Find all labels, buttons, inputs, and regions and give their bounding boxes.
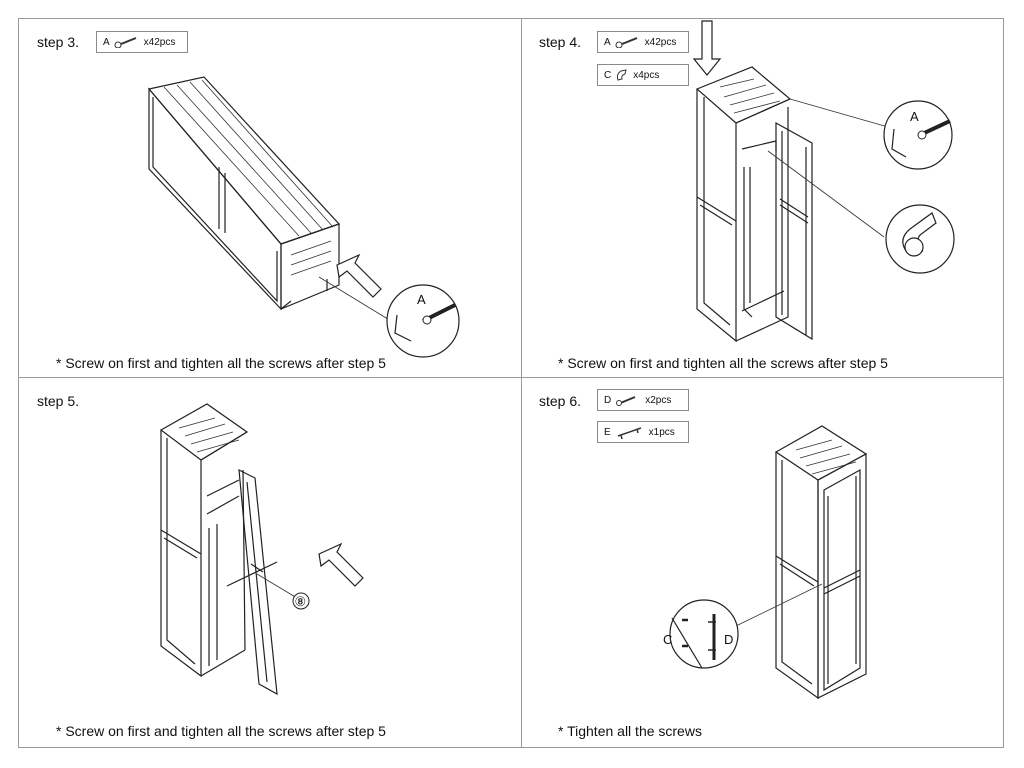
panel-step-3: step 3. A x42pcs: [19, 19, 522, 378]
leader-line: [735, 583, 823, 627]
down-arrow: [692, 20, 722, 76]
callout-circle-a: A: [883, 100, 953, 170]
part-box-a: A x42pcs: [96, 31, 188, 53]
hinge-clip-icon: [617, 69, 627, 81]
part-qty: x4pcs: [633, 69, 660, 81]
step-5-illustration: ⑧: [159, 403, 364, 696]
cabinet-lying-drawing: [147, 76, 341, 311]
step-title: step 5.: [37, 393, 80, 409]
handle-icon: [617, 427, 641, 439]
part-code: D: [604, 394, 612, 406]
direction-arrow: [336, 253, 382, 298]
cabinet-closed-drawing: [774, 425, 868, 700]
callout-circle: A: [386, 284, 460, 358]
step-title: step 6.: [539, 393, 582, 409]
direction-arrow: [318, 542, 364, 587]
part-8-label: ⑧: [292, 592, 310, 610]
part-qty: x2pcs: [645, 394, 672, 406]
step-title: step 3.: [37, 34, 80, 50]
part-box-a: A x42pcs: [597, 31, 689, 53]
part-code: A: [604, 36, 611, 48]
callout-label-d: D: [724, 632, 733, 647]
step-6-illustration: C D: [663, 425, 868, 700]
part-box-d: D x2pcs: [597, 389, 689, 411]
part-qty: x42pcs: [143, 36, 176, 48]
leader-line: [767, 150, 885, 238]
step-title: step 4.: [539, 34, 582, 50]
callout-label-c: C: [663, 632, 672, 647]
step-note: * Screw on first and tighten all the scr…: [56, 723, 386, 739]
part-box-e: E x1pcs: [597, 421, 689, 443]
screw-icon: [615, 37, 638, 48]
step-note: * Tighten all the screws: [558, 723, 702, 739]
part-code: A: [103, 36, 110, 48]
instruction-sheet: step 3. A x42pcs: [18, 18, 1004, 748]
part-qty: x1pcs: [648, 426, 675, 438]
step-note: * Screw on first and tighten all the scr…: [558, 355, 888, 371]
cabinet-open-door-drawing: [159, 403, 298, 696]
screw-icon: [114, 37, 137, 48]
panel-step-4: step 4. A x42pcs C x4pcs: [522, 19, 1003, 378]
part-qty: x42pcs: [644, 36, 677, 48]
step-3-illustration: A: [147, 76, 460, 358]
callout-circle-hinge: [885, 204, 955, 274]
step-4-illustration: A: [692, 20, 955, 343]
leader-line: [789, 98, 889, 128]
step-note: * Screw on first and tighten all the scr…: [56, 355, 386, 371]
part-code: E: [604, 426, 611, 438]
panel-step-5: step 5.: [19, 378, 522, 747]
cabinet-upright-drawing: [695, 66, 813, 343]
callout-label: A: [417, 292, 426, 307]
callout-label: ⑧: [295, 594, 307, 609]
panel-step-6: step 6. D x2pcs E x1pcs: [522, 378, 1003, 747]
leader-line: [318, 276, 392, 322]
callout-circle-handle: C D: [663, 599, 739, 669]
part-box-c: C x4pcs: [597, 64, 689, 86]
part-code: C: [604, 69, 612, 81]
short-screw-icon: [616, 396, 636, 406]
callout-label: A: [910, 109, 919, 124]
